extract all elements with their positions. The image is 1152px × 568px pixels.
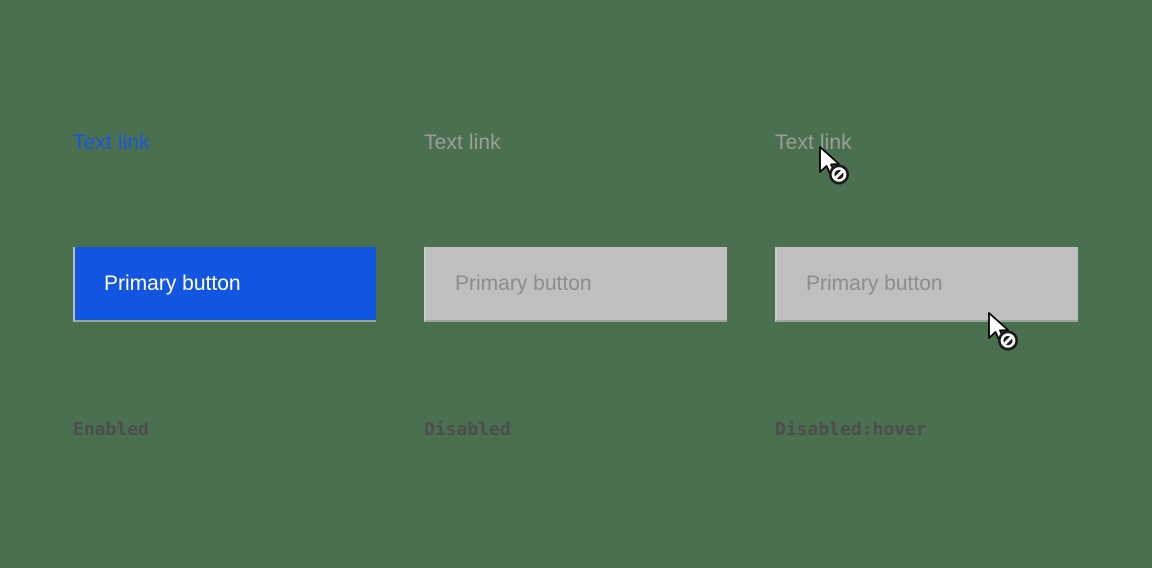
text-link-disabled: Text link bbox=[424, 131, 501, 154]
state-caption-disabled: Disabled bbox=[424, 419, 511, 440]
primary-button-enabled[interactable]: Primary button bbox=[73, 247, 376, 322]
state-caption-disabled-hover: Disabled:hover bbox=[775, 419, 927, 440]
primary-button-disabled: Primary button bbox=[424, 247, 727, 322]
state-column-disabled-hover: Text link Primary button Disabled:hover bbox=[775, 0, 1125, 568]
text-link-disabled-hover: Text link bbox=[775, 131, 852, 154]
state-column-enabled: Text link Primary button Enabled bbox=[73, 0, 423, 568]
text-link-enabled[interactable]: Text link bbox=[73, 131, 150, 154]
state-column-disabled: Text link Primary button Disabled bbox=[424, 0, 774, 568]
primary-button-disabled-hover: Primary button bbox=[775, 247, 1078, 322]
state-caption-enabled: Enabled bbox=[73, 419, 149, 440]
